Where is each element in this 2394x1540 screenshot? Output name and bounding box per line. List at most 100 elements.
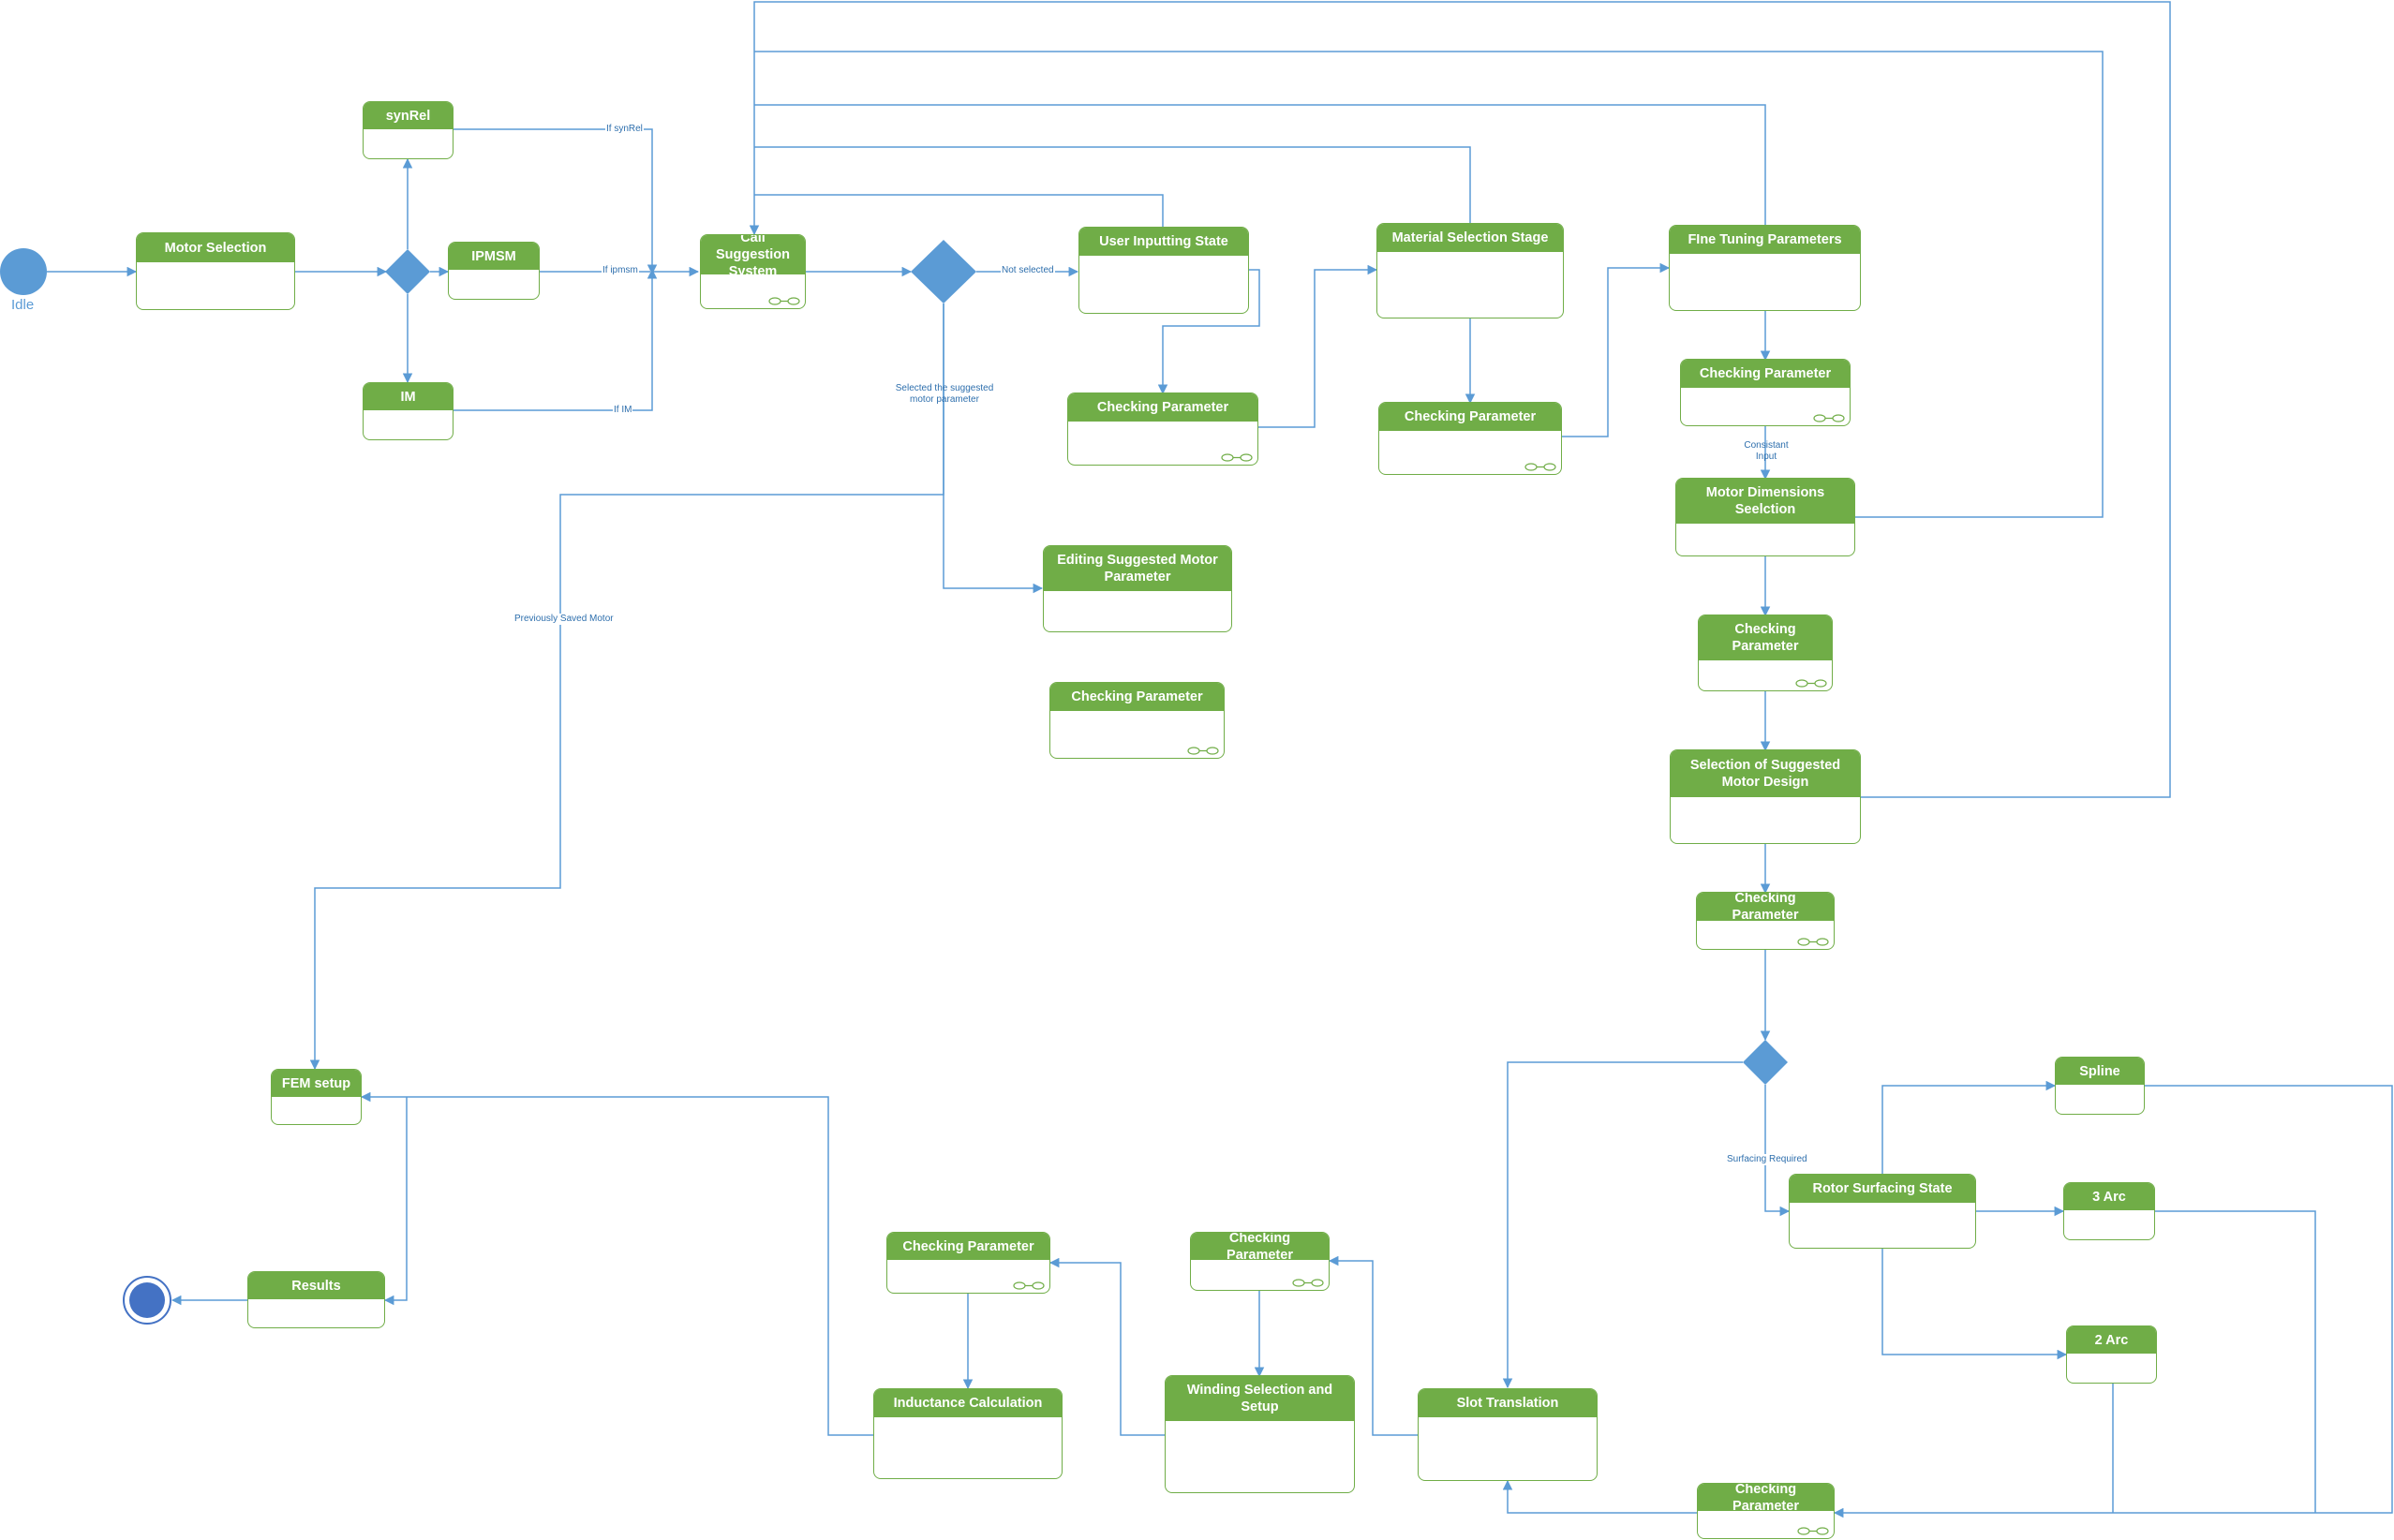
state-title: Winding Selection and Setup xyxy=(1166,1376,1354,1421)
submachine-icon xyxy=(1221,453,1253,462)
state-call-suggestion[interactable]: Call Suggestion System xyxy=(700,234,806,309)
state-title: IPMSM xyxy=(449,243,539,270)
state-title: synRel xyxy=(364,102,453,129)
state-checking-fine[interactable]: Checking Parameter xyxy=(1680,359,1851,426)
state-motor-dimensions[interactable]: Motor Dimensions Seelction xyxy=(1675,478,1855,556)
label-selected-suggested: Selected the suggested motor parameter xyxy=(895,383,994,405)
initial-state-label: Idle xyxy=(11,297,35,313)
edge-choice-slot xyxy=(1502,1061,1743,1389)
state-rotor-surfacing[interactable]: Rotor Surfacing State xyxy=(1789,1174,1976,1249)
state-title: Checking Parameter xyxy=(1068,393,1257,422)
edge-user-loop xyxy=(754,194,1164,229)
state-3-arc[interactable]: 3 Arc xyxy=(2063,1182,2155,1240)
state-ipmsm[interactable]: IPMSM xyxy=(448,242,540,300)
label-if-im: If IM xyxy=(613,405,633,416)
state-winding[interactable]: Winding Selection and Setup xyxy=(1165,1375,1355,1493)
edge-choice-rotor xyxy=(1764,1085,1791,1217)
state-title: Material Selection Stage xyxy=(1377,224,1563,252)
state-slot-translation[interactable]: Slot Translation xyxy=(1418,1388,1598,1481)
submachine-icon xyxy=(1813,414,1845,422)
state-checking-dimensions[interactable]: Checking Parameter xyxy=(1698,615,1833,691)
submachine-icon xyxy=(1797,1527,1829,1535)
state-checking-editing[interactable]: Checking Parameter xyxy=(1049,682,1225,759)
state-title: User Inputting State xyxy=(1079,228,1248,256)
submachine-icon xyxy=(1013,1281,1045,1290)
edge-selection-loop xyxy=(749,1,2171,798)
edge-inductance-fem xyxy=(360,1091,873,1436)
label-if-ipmsm: If ipmsm xyxy=(602,265,639,276)
state-title: Results xyxy=(248,1272,384,1299)
state-material-selection[interactable]: Material Selection Stage xyxy=(1376,223,1564,318)
state-results[interactable]: Results xyxy=(247,1271,385,1328)
state-editing-suggested[interactable]: Editing Suggested Motor Parameter xyxy=(1043,545,1232,632)
state-title: Call Suggestion System xyxy=(701,235,805,279)
state-title: Slot Translation xyxy=(1419,1389,1597,1417)
state-title: Checking Parameter xyxy=(887,1233,1049,1260)
edge-winding-checking xyxy=(1048,1257,1165,1436)
submachine-icon xyxy=(768,297,800,305)
state-title: Checking Parameter xyxy=(1379,403,1561,431)
state-checking-slot[interactable]: Checking Parameter xyxy=(1190,1232,1330,1291)
edge-checking-material xyxy=(1258,264,1378,428)
state-title: Motor Dimensions Seelction xyxy=(1676,479,1854,524)
state-title: 2 Arc xyxy=(2067,1326,2156,1354)
state-title: Selection of Suggested Motor Design xyxy=(1671,750,1860,797)
edge-synrel-merge xyxy=(454,128,658,275)
choice-motor-type xyxy=(385,249,430,294)
submachine-icon xyxy=(1292,1279,1324,1287)
edge-checking-slot xyxy=(1502,1479,1697,1514)
state-inductance[interactable]: Inductance Calculation xyxy=(873,1388,1063,1479)
state-checking-user[interactable]: Checking Parameter xyxy=(1067,392,1258,466)
state-title: Rotor Surfacing State xyxy=(1790,1175,1975,1203)
label-not-selected: Not selected xyxy=(1001,265,1055,276)
state-title: Checking Parameter xyxy=(1050,683,1224,711)
final-pseudostate-dot xyxy=(129,1282,165,1318)
edge-checkingmat-fine xyxy=(1562,262,1671,437)
state-checking-winding[interactable]: Checking Parameter xyxy=(886,1232,1050,1294)
edge-dimensions-loop xyxy=(754,51,2104,518)
edge-im-merge xyxy=(454,268,658,411)
state-title: Checking Parameter xyxy=(1698,1484,1834,1514)
choice-surfacing xyxy=(1743,1040,1788,1085)
state-user-inputting[interactable]: User Inputting State xyxy=(1078,227,1249,314)
choice-suggestion xyxy=(911,240,976,304)
state-title: Checking Parameter xyxy=(1681,360,1850,388)
state-title: Inductance Calculation xyxy=(874,1389,1062,1417)
state-im[interactable]: IM xyxy=(363,382,454,440)
state-title: IM xyxy=(364,383,453,410)
state-selection-suggested[interactable]: Selection of Suggested Motor Design xyxy=(1670,749,1861,844)
state-motor-selection[interactable]: Motor Selection xyxy=(136,232,295,310)
initial-pseudostate xyxy=(0,248,47,295)
edge-rotor-spline xyxy=(1881,1080,2057,1174)
state-title: Editing Suggested Motor Parameter xyxy=(1044,546,1231,591)
state-synrel[interactable]: synRel xyxy=(363,101,454,159)
label-surfacing-required: Surfacing Required xyxy=(1726,1154,1808,1165)
edge-rotor-2arc xyxy=(1881,1249,2068,1360)
state-title: FIne Tuning Parameters xyxy=(1670,226,1860,254)
state-title: Checking Parameter xyxy=(1699,615,1832,660)
edge-fem-results xyxy=(383,1097,408,1306)
submachine-icon xyxy=(1187,747,1219,755)
state-fem-setup[interactable]: FEM setup xyxy=(271,1069,362,1125)
label-consistent-input: Consistant Input xyxy=(1744,440,1789,462)
label-previously-saved: Previously Saved Motor xyxy=(513,614,615,625)
submachine-icon xyxy=(1524,463,1556,471)
final-pseudostate-ring xyxy=(123,1276,171,1325)
edge-material-loop xyxy=(754,146,1471,225)
state-title: Checking Parameter xyxy=(1191,1233,1329,1263)
state-2-arc[interactable]: 2 Arc xyxy=(2066,1325,2157,1384)
edge-3arc-checking xyxy=(2155,1210,2316,1513)
state-title: FEM setup xyxy=(272,1070,361,1097)
label-if-synrel: If synRel xyxy=(605,124,644,135)
state-checking-selection[interactable]: Checking Parameter xyxy=(1696,892,1835,950)
state-checking-surfacing[interactable]: Checking Parameter xyxy=(1697,1483,1835,1539)
edge-choice-editing xyxy=(943,304,1044,594)
state-title: 3 Arc xyxy=(2064,1183,2154,1210)
state-title: Motor Selection xyxy=(137,233,294,262)
state-fine-tuning[interactable]: FIne Tuning Parameters xyxy=(1669,225,1861,311)
state-checking-material[interactable]: Checking Parameter xyxy=(1378,402,1562,475)
edge-user-checking xyxy=(1157,269,1260,395)
state-spline[interactable]: Spline xyxy=(2055,1057,2145,1115)
